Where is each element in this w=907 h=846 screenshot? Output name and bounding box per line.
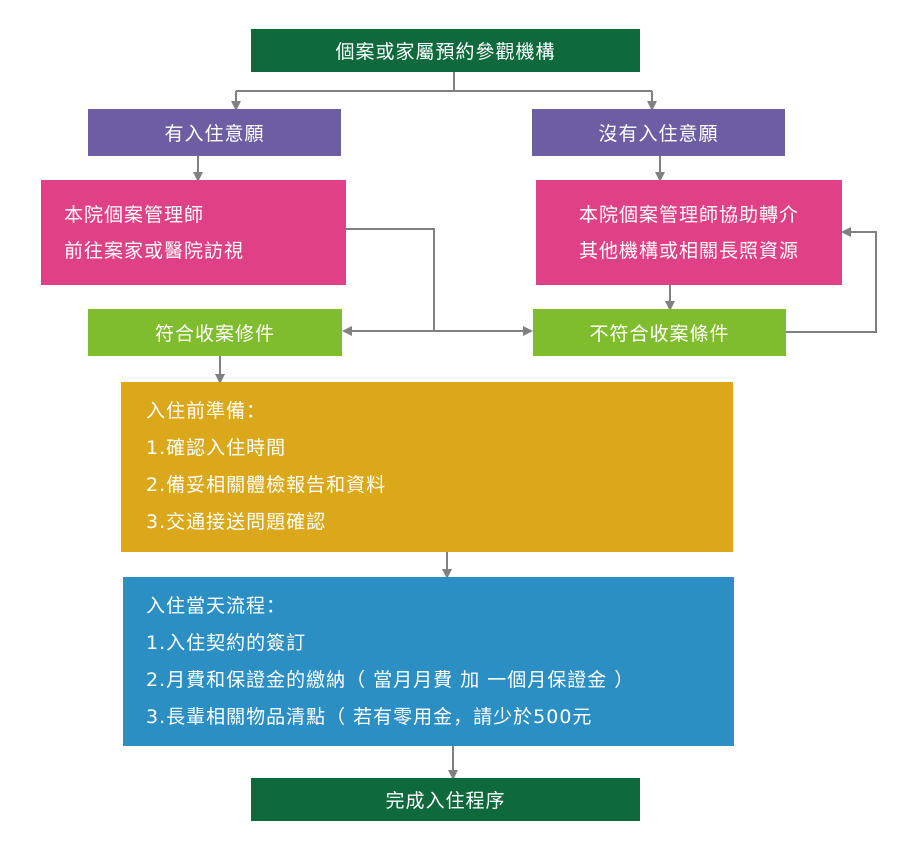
node-start-reservation: 個案或家屬預約參觀機構 [251, 29, 640, 72]
node-home-hospital-visit: 本院個案管理師 前往案家或醫院訪視 [41, 180, 346, 285]
day-heading: 入住當天流程： [146, 594, 287, 617]
prep-step-1: 1.確認入住時間 [146, 437, 287, 459]
node-start-label: 個案或家屬預約參觀機構 [335, 41, 556, 63]
prep-step-2: 2.備妥相關體檢報告和資料 [146, 474, 387, 496]
day-step-1: 1.入住契約的簽訂 [146, 631, 307, 654]
node-eligible-label: 符合收案修件 [154, 323, 275, 345]
node-ineligible-label: 不符合收案條件 [589, 323, 730, 345]
node-end-label: 完成入住程序 [385, 790, 506, 812]
prep-heading: 入住前準備： [146, 400, 267, 422]
day-step-3: 3.長輩相關物品清點（ 若有零用金，請少於500元 [146, 705, 593, 728]
node-refer-line-2: 其他機構或相關長照資源 [578, 239, 799, 262]
node-end-complete: 完成入住程序 [251, 778, 640, 821]
node-ineligible: 不符合收案條件 [533, 309, 786, 356]
node-admission-day: 入住當天流程： 1.入住契約的簽訂 2.月費和保證金的繳納（ 當月月費 加 一個… [123, 577, 734, 746]
node-pre-admission-prep: 入住前準備： 1.確認入住時間 2.備妥相關體檢報告和資料 3.交通接送問題確認 [121, 382, 733, 552]
node-unwilling-label: 沒有入住意願 [598, 123, 719, 145]
connector-ineligible-loop [786, 227, 877, 333]
node-visit-line-1: 本院個案管理師 [64, 203, 205, 226]
node-willing-label: 有入住意願 [164, 123, 265, 145]
node-visit-line-2: 前往案家或醫院訪視 [64, 239, 245, 262]
prep-step-3: 3.交通接送問題確認 [146, 511, 327, 533]
day-step-2: 2.月費和保證金的繳納（ 當月月費 加 一個月保證金 ） [146, 668, 635, 691]
node-eligible: 符合收案修件 [88, 309, 342, 356]
node-referral: 本院個案管理師協助轉介 其他機構或相關長照資源 [536, 180, 842, 285]
node-unwilling: 沒有入住意願 [532, 109, 785, 156]
connector-visit-branch [346, 228, 435, 331]
node-willing: 有入住意願 [88, 109, 341, 156]
node-refer-line-1: 本院個案管理師協助轉介 [578, 203, 799, 226]
